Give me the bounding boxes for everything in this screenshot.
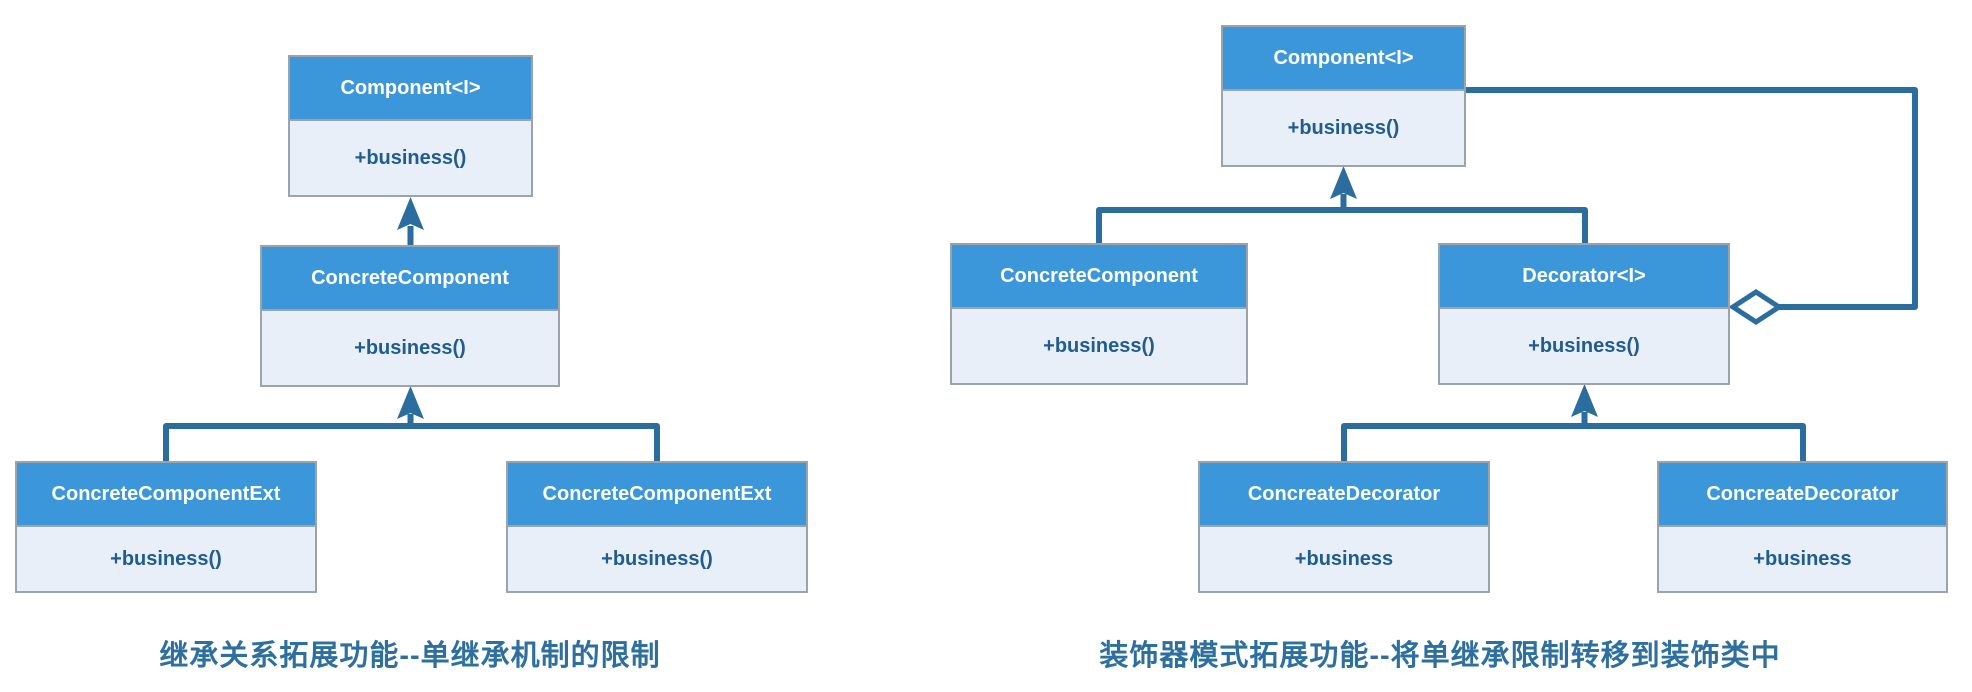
class-box-concreate-decorator-1: ConcreateDecorator +business	[1198, 461, 1490, 593]
aggregation-diamond-icon	[1728, 289, 1784, 325]
class-box-concrete-component-ext-1: ConcreteComponentExt +business()	[15, 461, 317, 593]
class-name: ConcreateDecorator	[1659, 463, 1946, 527]
class-name: ConcreteComponentExt	[508, 463, 806, 527]
aggregation-line	[1463, 87, 1918, 310]
class-name: Component<I>	[290, 57, 531, 121]
class-name: ConcreteComponent	[262, 247, 558, 311]
right-diagram-caption: 装饰器模式拓展功能--将单继承限制转移到装饰类中	[1099, 640, 1781, 672]
class-member: +business()	[1223, 91, 1464, 165]
class-member: +business()	[262, 311, 558, 385]
inheritance-branch-right-bottom	[1341, 423, 1806, 464]
left-diagram-caption: 继承关系拓展功能--单继承机制的限制	[159, 640, 661, 672]
class-member: +business()	[508, 527, 806, 591]
inheritance-arrowhead-icon	[397, 386, 424, 419]
class-member: +business()	[952, 309, 1246, 383]
class-name: Component<I>	[1223, 27, 1464, 91]
class-box-concrete-component-left: ConcreteComponent +business()	[260, 245, 560, 387]
class-member: +business()	[17, 527, 315, 591]
inheritance-arrowhead-icon	[1571, 384, 1598, 417]
class-box-concrete-component-right: ConcreteComponent +business()	[950, 243, 1248, 385]
class-member: +business	[1200, 527, 1488, 591]
class-name: ConcreateDecorator	[1200, 463, 1488, 527]
class-name: ConcreteComponentExt	[17, 463, 315, 527]
class-name: Decorator<I>	[1440, 245, 1728, 309]
class-box-decorator: Decorator<I> +business()	[1438, 243, 1730, 385]
class-box-concrete-component-ext-2: ConcreteComponentExt +business()	[506, 461, 808, 593]
class-member: +business()	[290, 121, 531, 195]
class-box-concreate-decorator-2: ConcreateDecorator +business	[1657, 461, 1948, 593]
class-box-component-left: Component<I> +business()	[288, 55, 533, 197]
inheritance-branch-left	[163, 423, 660, 464]
class-box-component-right: Component<I> +business()	[1221, 25, 1466, 167]
class-member: +business()	[1440, 309, 1728, 383]
class-member: +business	[1659, 527, 1946, 591]
class-name: ConcreteComponent	[952, 245, 1246, 309]
inheritance-branch-right-top	[1096, 207, 1588, 246]
inheritance-arrowhead-icon	[397, 197, 424, 230]
inheritance-arrowhead-icon	[1330, 166, 1357, 199]
